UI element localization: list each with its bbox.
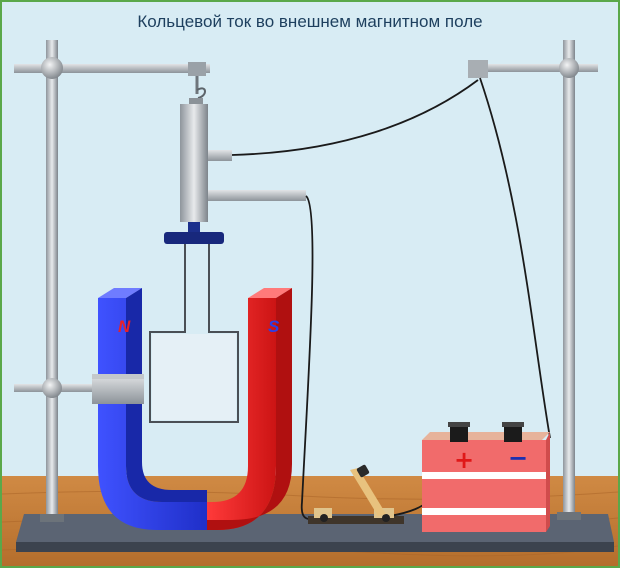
north-pole-label: N <box>118 317 131 336</box>
left-stand <box>14 40 210 522</box>
wire-left <box>300 195 325 521</box>
current-loop <box>149 244 239 423</box>
battery <box>422 422 550 532</box>
wire-right <box>479 77 551 439</box>
horseshoe-magnet <box>92 288 292 530</box>
suspension-assembly <box>164 87 306 244</box>
battery-minus-label: − <box>508 444 528 472</box>
south-pole-label: S <box>268 317 280 336</box>
wires <box>231 77 551 521</box>
right-stand <box>468 40 598 520</box>
knife-switch <box>308 464 404 524</box>
diagram-title: Кольцевой ток во внешнем магнитном поле <box>137 12 483 31</box>
wire-top <box>231 79 479 156</box>
battery-plus-label: + <box>454 446 474 474</box>
